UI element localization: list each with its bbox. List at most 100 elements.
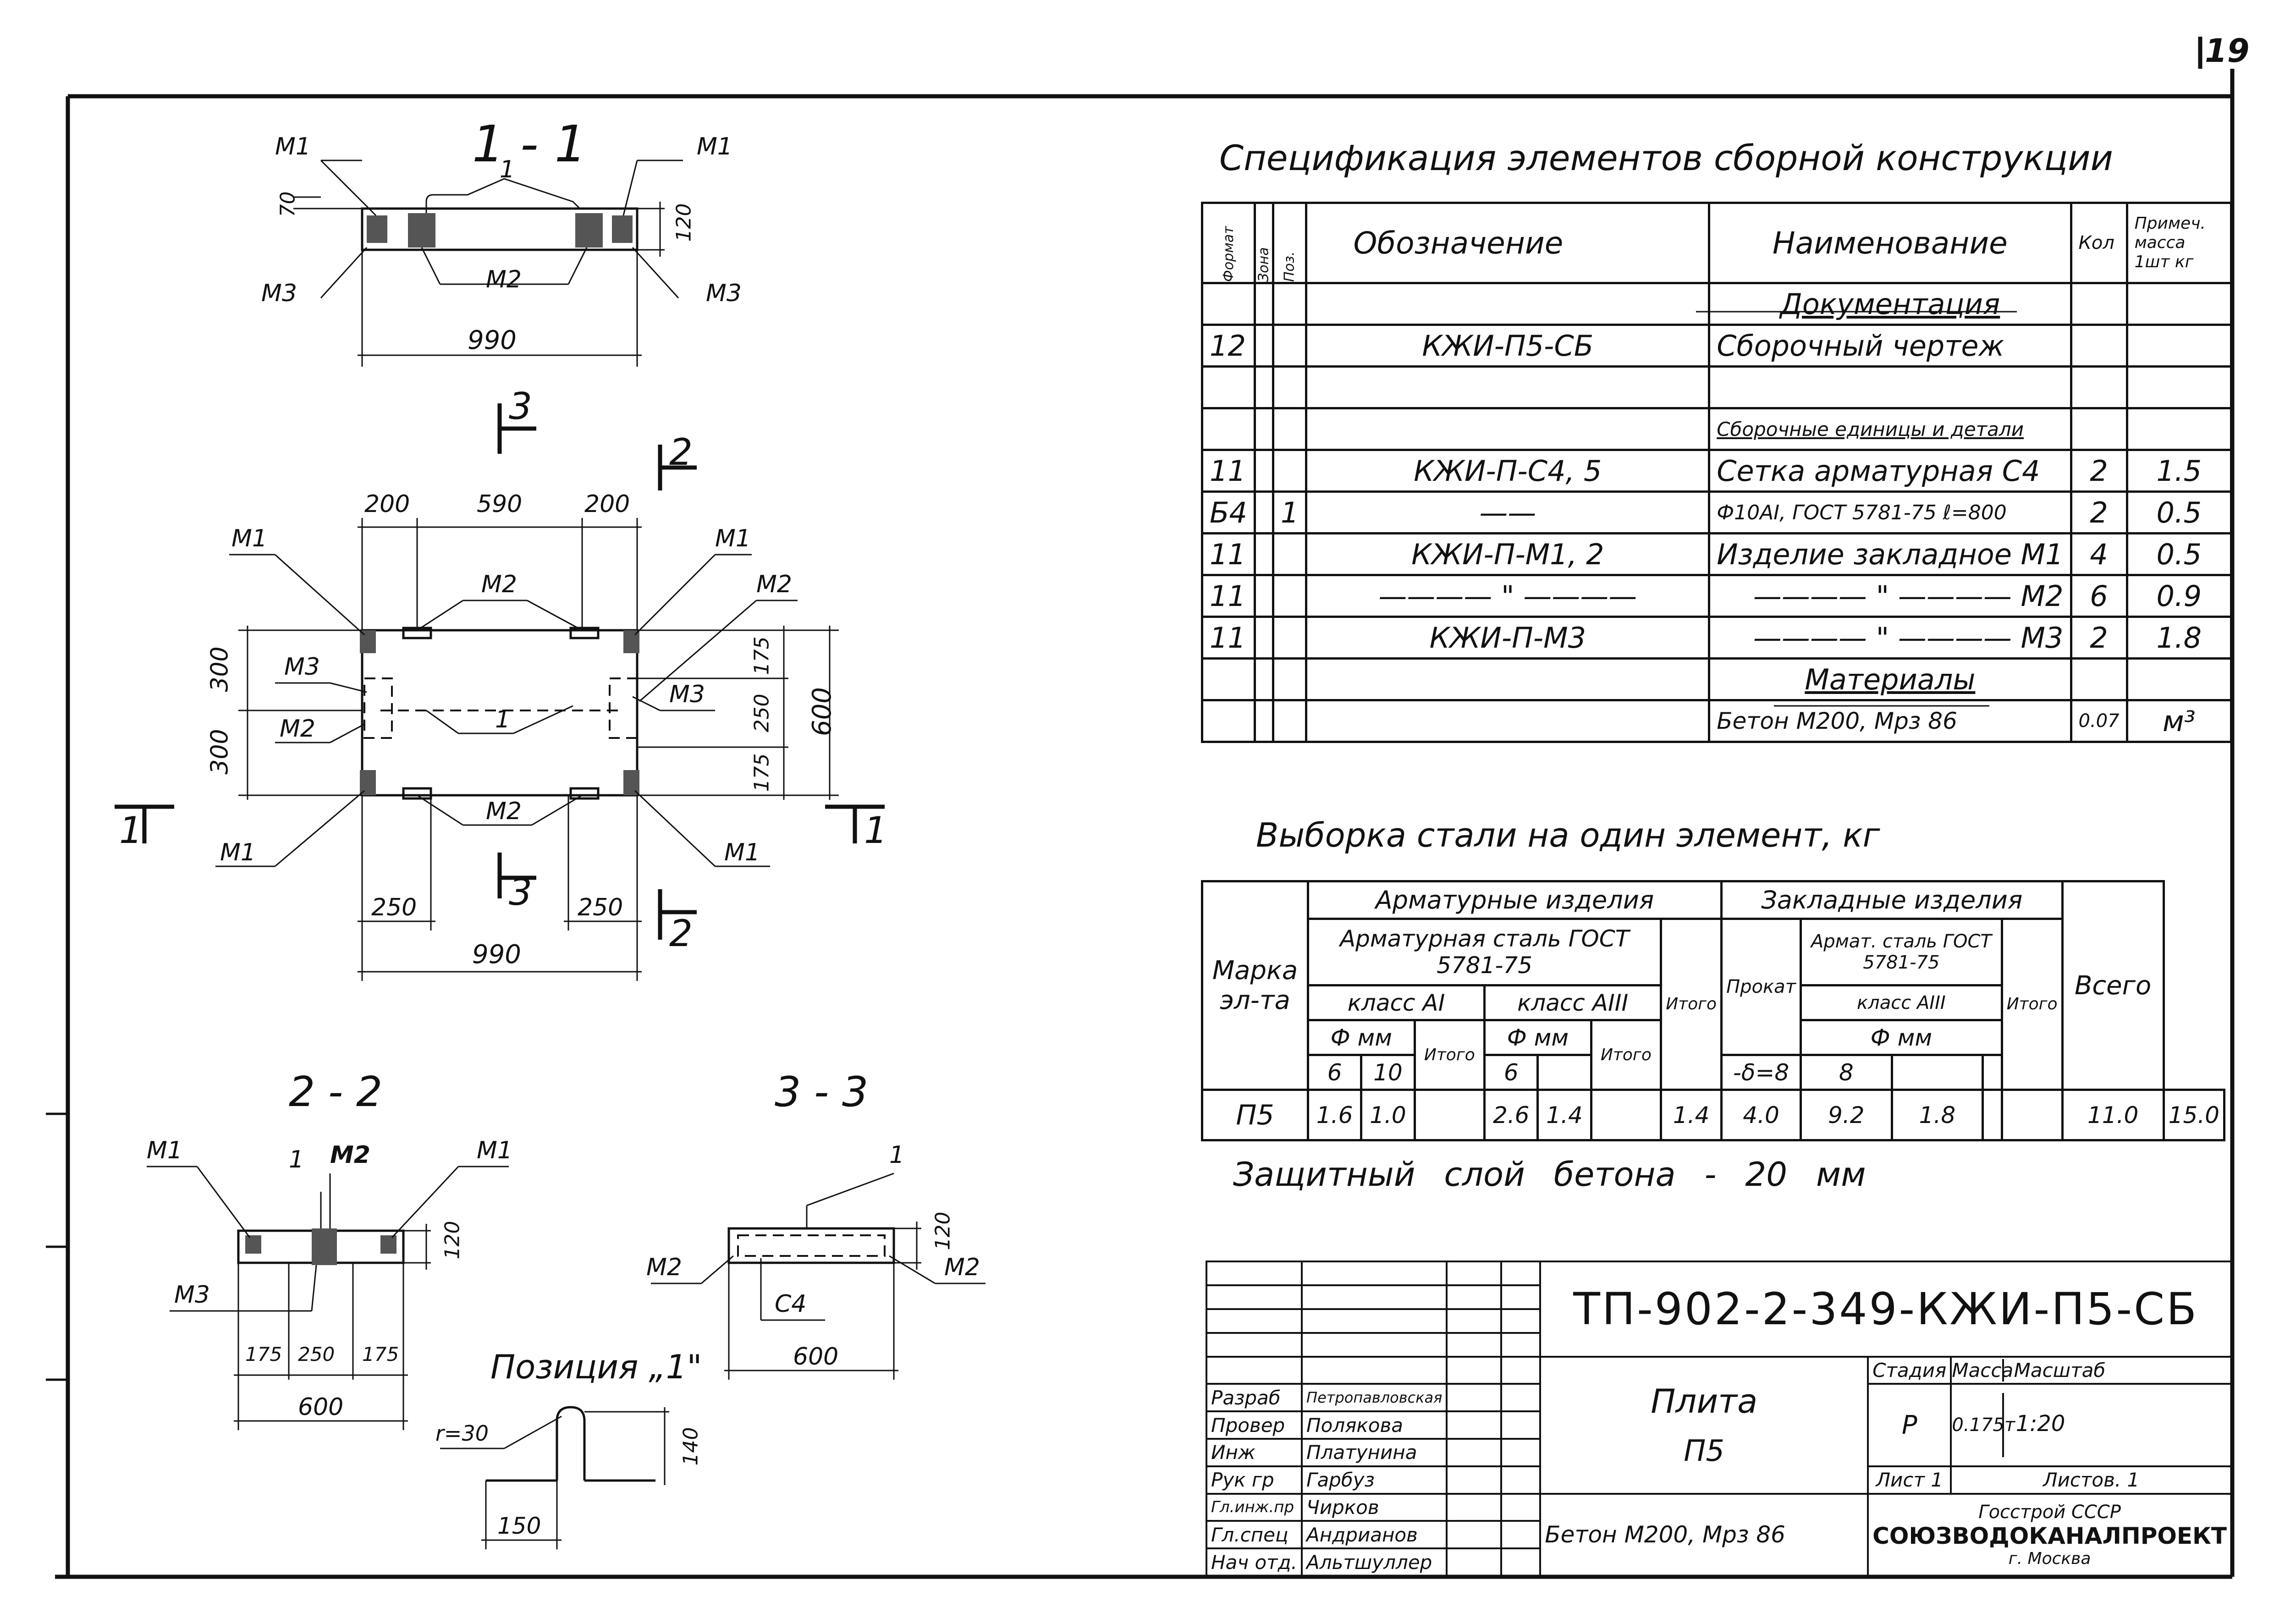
cut-mark-2: 2	[669, 431, 693, 473]
spec-cell: м³	[2125, 699, 2233, 743]
spec-cell	[1201, 365, 1256, 409]
stamp-blank	[1301, 1284, 1448, 1310]
stamp-person: Андрианов	[1301, 1520, 1448, 1550]
spec-cell	[2125, 407, 2233, 451]
steel-header-reinf-steel: Арматурная сталь ГОСТ 5781-75	[1306, 917, 1663, 987]
spec-cell	[1272, 365, 1308, 409]
spec-cell: 2	[2070, 490, 2128, 534]
stamp-material: Бетон М200, Мрз 86	[1539, 1492, 1869, 1577]
stamp-blank	[1500, 1308, 1542, 1334]
steel-cell: 15.0	[2162, 1089, 2226, 1141]
spec-cell: Сборочные единицы и детали	[1708, 407, 2072, 451]
spec-cell: 11	[1201, 449, 1256, 493]
steel-cell: 9.2	[1800, 1089, 1893, 1141]
label-m2: M2	[280, 715, 315, 743]
spec-header-qty: Кол	[2070, 202, 2128, 284]
stamp-person: Чирков	[1301, 1492, 1448, 1522]
steel-header-dia: Ф мм	[1483, 1019, 1592, 1057]
stamp-role: Разраб	[1205, 1383, 1303, 1413]
steel-header-mark: Марка эл-та	[1201, 880, 1309, 1091]
steel-cell: 1.0	[1360, 1089, 1416, 1141]
dim-300: 300	[206, 729, 234, 775]
steel-header-total: Итого	[1660, 917, 1723, 1091]
spec-cell	[2125, 324, 2233, 368]
spec-cell: КЖИ-П-М3	[1305, 616, 1711, 660]
plan-view	[115, 403, 885, 981]
spec-cell	[1253, 574, 1274, 618]
steel-header-class-a1: класс АI	[1306, 984, 1486, 1022]
stamp-scale: 1:20	[2015, 1411, 2065, 1437]
stamp-person: Петропавловская	[1301, 1383, 1448, 1413]
spec-cell	[1201, 657, 1256, 701]
spec-cell	[1253, 324, 1274, 368]
stamp-mass-scale: 0.175т 1:20	[1950, 1383, 2232, 1467]
spec-cell: Изделие закладное М1	[1708, 532, 2072, 576]
cut-mark-3: 3	[509, 385, 532, 428]
label-m2: M2	[481, 571, 517, 598]
steel-cell: 1.4	[1660, 1089, 1723, 1141]
stamp-date	[1500, 1410, 1542, 1440]
label-pos: 1	[289, 1146, 304, 1173]
spec-cell: ———— " ————	[1305, 574, 1711, 618]
spec-cell: Сетка арматурная С4	[1708, 449, 2072, 493]
spec-title: Спецификация элементов сборной конструкц…	[1219, 138, 2113, 178]
stamp-blank	[1500, 1261, 1542, 1286]
steel-cell: 11.0	[2061, 1089, 2165, 1141]
stamp-organization: Госстрой СССР СОЮЗВОДОКАНАЛПРОЕКТ г. Мос…	[1867, 1492, 2232, 1577]
label-m1: M1	[220, 839, 256, 866]
dim-140: 140	[679, 1427, 703, 1466]
stamp-blank	[1446, 1332, 1502, 1358]
dim-600: 600	[793, 1343, 839, 1371]
steel-header-embed: Закладные изделия	[1720, 880, 2064, 920]
dim-600: 600	[298, 1393, 344, 1421]
stamp-blank	[1446, 1261, 1502, 1286]
stamp-object-mark: П5	[1684, 1434, 1725, 1469]
steel-header-rolled: Прокат	[1720, 917, 1802, 1057]
stamp-blank	[1205, 1284, 1303, 1310]
steel-header-class-a3: класс АIII	[1800, 984, 2003, 1022]
label-m2: M2	[486, 266, 522, 293]
spec-cell	[1272, 532, 1308, 576]
stamp-sheets: Листов. 1	[1950, 1465, 2232, 1495]
stamp-stage: Р	[1867, 1383, 1952, 1467]
spec-cell	[1305, 365, 1711, 409]
spec-header-designation: Обозначение	[1305, 202, 1711, 284]
spec-cell: 0.9	[2125, 574, 2233, 618]
stamp-signature	[1446, 1547, 1502, 1577]
stamp-org-line1: Госстрой СССР	[1978, 1501, 2121, 1523]
label-m3: M3	[174, 1281, 210, 1309]
section-2-2-title: 2 - 2	[289, 1068, 383, 1116]
stamp-signature	[1446, 1410, 1502, 1440]
spec-cell	[1305, 282, 1711, 326]
spec-cell: Ф10АI, ГОСТ 5781-75 ℓ=800	[1708, 490, 2072, 534]
spec-cell: Б4	[1201, 490, 1256, 534]
spec-cell: Сборочный чертеж	[1708, 324, 2072, 368]
label-m3: M3	[669, 681, 705, 708]
label-m2: M2	[330, 1141, 370, 1169]
spec-cell	[1305, 657, 1711, 701]
stamp-signature	[1446, 1383, 1502, 1413]
dim-70: 70	[276, 191, 300, 217]
stamp-person: Полякова	[1301, 1410, 1448, 1440]
spec-cell	[2125, 365, 2233, 409]
spec-cell	[1253, 282, 1274, 326]
spec-cell: 4	[2070, 532, 2128, 576]
spec-cell	[1201, 407, 1256, 451]
stamp-date	[1500, 1437, 1542, 1467]
stamp-signature	[1446, 1492, 1502, 1522]
dim-250: 250	[298, 1343, 335, 1365]
spec-cell	[1253, 616, 1274, 660]
stamp-blank	[1205, 1355, 1303, 1385]
cut-mark-2: 2	[669, 912, 693, 955]
spec-cell	[1253, 407, 1274, 451]
position-1-title: Позиция „1"	[490, 1348, 702, 1386]
steel-dia-10: 10	[1360, 1054, 1416, 1091]
steel-dia-6: 6	[1483, 1054, 1539, 1091]
spec-cell: ———— " ———— М2	[1708, 574, 2072, 618]
dim-120: 120	[672, 203, 696, 242]
steel-cell: 1.8	[1890, 1089, 1984, 1141]
spec-cell: Материалы	[1708, 657, 2072, 701]
steel-cell	[2000, 1089, 2064, 1141]
dim-120: 120	[931, 1211, 955, 1250]
steel-dia-empty	[1982, 1054, 2003, 1091]
